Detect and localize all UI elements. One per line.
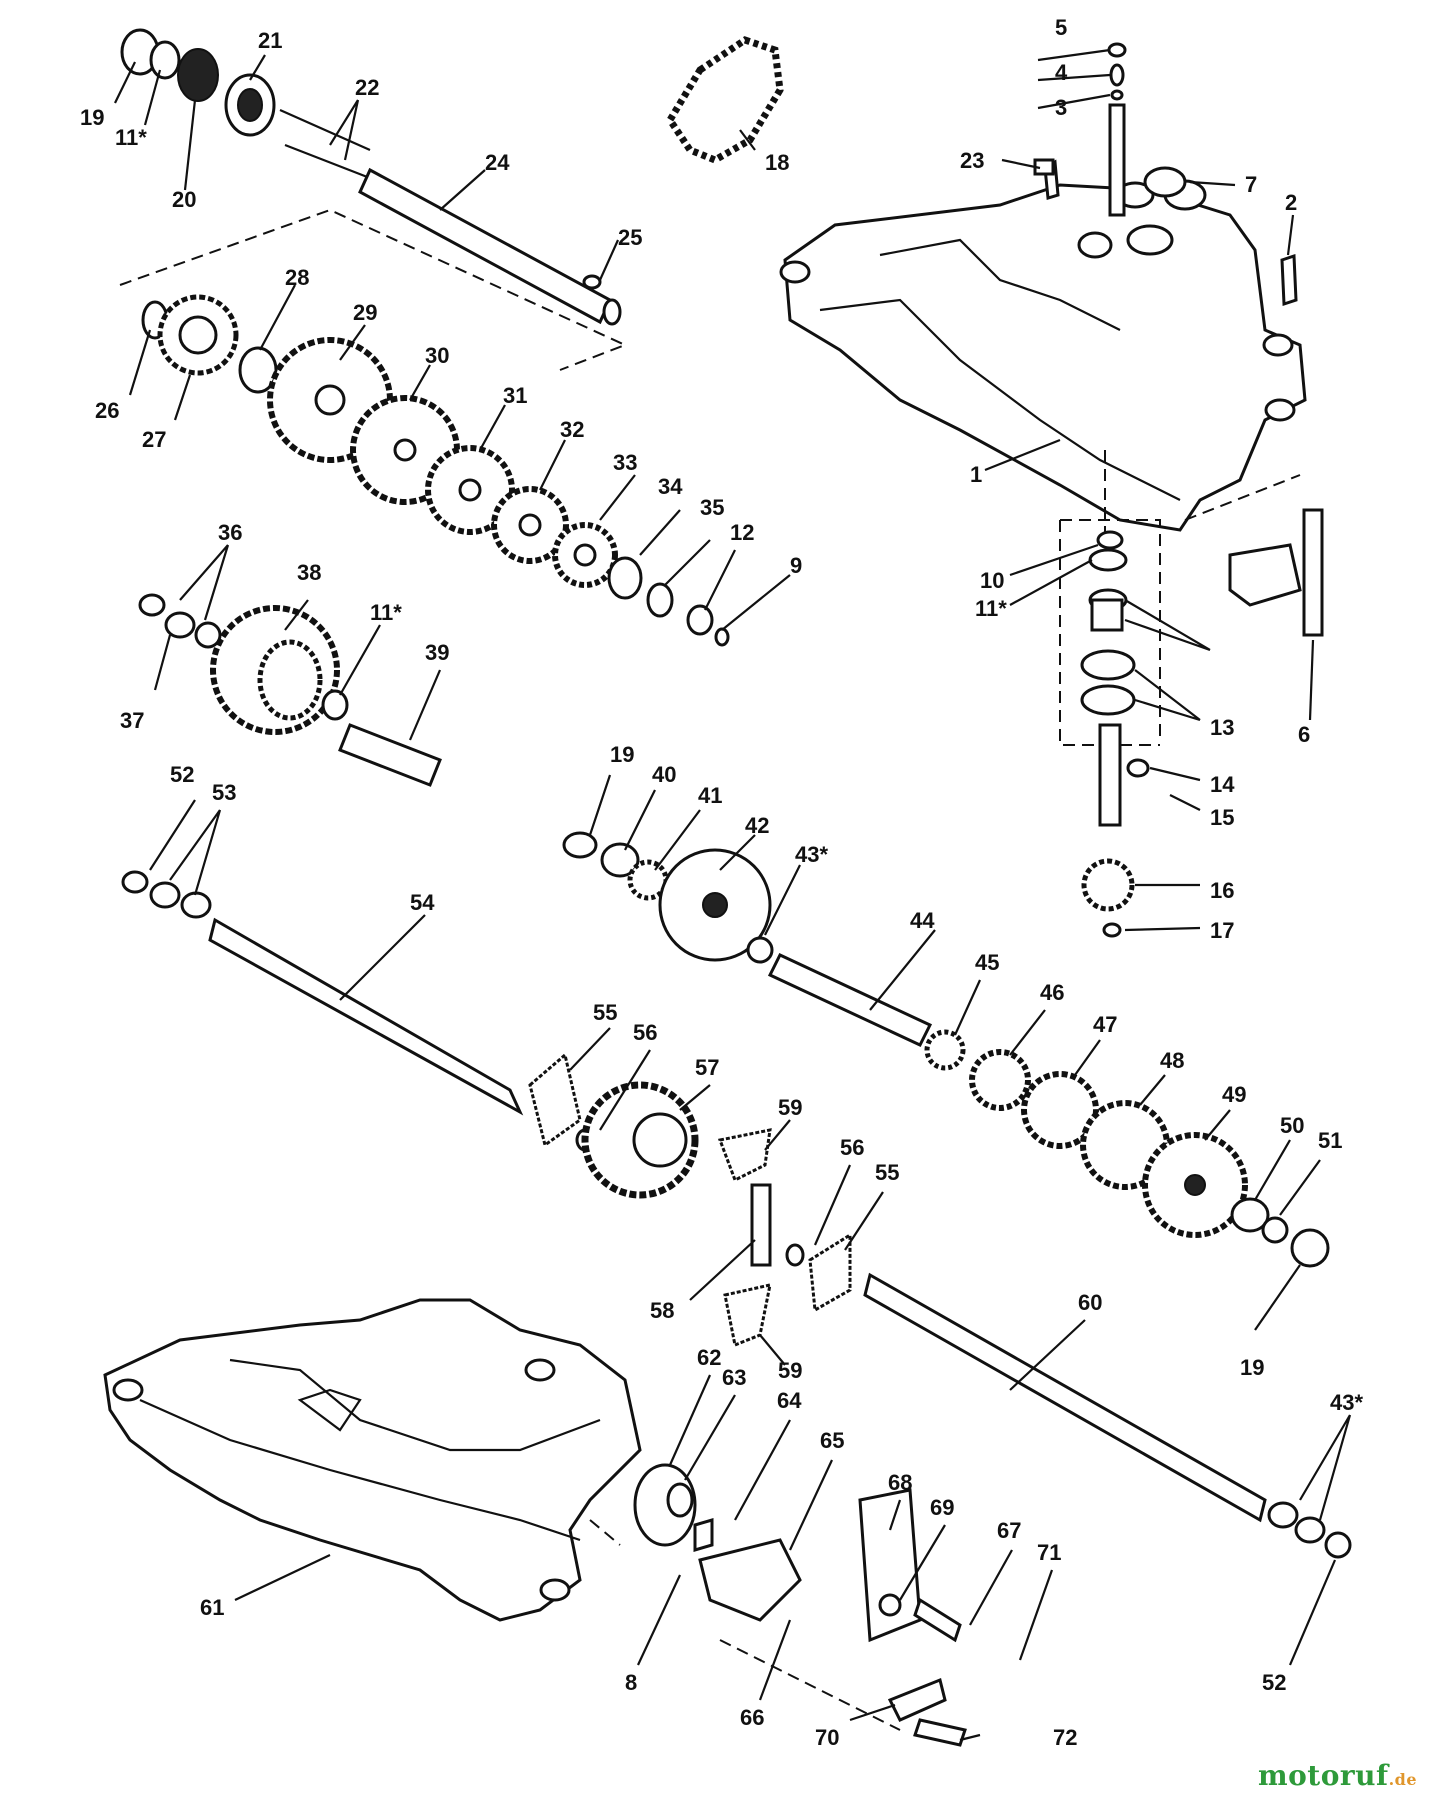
callout-71: 71 <box>1037 1540 1061 1565</box>
shift-assembly <box>589 1463 967 1747</box>
callout-19a: 19 <box>80 105 104 130</box>
leader-lines <box>114 48 1352 1742</box>
callout-60: 60 <box>1078 1290 1102 1315</box>
callout-30: 30 <box>425 343 449 368</box>
callout-62: 62 <box>697 1345 721 1370</box>
watermark-logo: motoruf.de <box>1258 1759 1417 1792</box>
callout-52b: 52 <box>1262 1670 1286 1695</box>
watermark-text: motoruf <box>1257 1759 1389 1792</box>
callout-45: 45 <box>975 950 999 975</box>
callout-39: 39 <box>425 640 449 665</box>
callout-54: 54 <box>410 890 435 915</box>
callout-28: 28 <box>285 265 309 290</box>
callout-59a: 59 <box>778 1095 802 1120</box>
callout-20: 20 <box>172 187 196 212</box>
callout-44: 44 <box>910 908 935 933</box>
callout-19b: 19 <box>610 742 634 767</box>
callout-1: 1 <box>970 462 982 487</box>
differential-bevel-parts <box>717 1128 1352 1559</box>
callout-15: 15 <box>1210 805 1234 830</box>
callout-29: 29 <box>353 300 377 325</box>
callout-61: 61 <box>200 1595 224 1620</box>
lower-housing <box>103 1298 642 1622</box>
callout-26: 26 <box>95 398 119 423</box>
callout-42: 42 <box>745 813 769 838</box>
callout-25: 25 <box>618 225 642 250</box>
callout-51: 51 <box>1318 1128 1342 1153</box>
callout-53: 53 <box>212 780 236 805</box>
callout-68: 68 <box>888 1470 912 1495</box>
callout-43a: 43* <box>795 842 828 867</box>
watermark-suffix: .de <box>1388 1770 1417 1789</box>
lower-right-gear-row <box>562 831 1330 1268</box>
callout-23: 23 <box>960 148 984 173</box>
callout-40: 40 <box>652 762 676 787</box>
part-labels: 1 2 3 4 5 6 7 8 9 10 11* 11* 11* 12 13 1… <box>80 15 1363 1750</box>
callout-67: 67 <box>997 1518 1021 1543</box>
callout-33: 33 <box>613 450 637 475</box>
callout-14: 14 <box>1210 772 1235 797</box>
callout-56b: 56 <box>840 1135 864 1160</box>
callout-11b: 11* <box>370 600 402 625</box>
upper-housing <box>779 179 1307 532</box>
callout-49: 49 <box>1222 1082 1246 1107</box>
callout-19c: 19 <box>1240 1355 1264 1380</box>
callout-24: 24 <box>485 150 510 175</box>
callout-55b: 55 <box>875 1160 899 1185</box>
callout-50: 50 <box>1280 1113 1304 1138</box>
callout-3: 3 <box>1055 95 1067 120</box>
drive-chain <box>665 36 784 164</box>
callout-35: 35 <box>700 495 724 520</box>
callout-16: 16 <box>1210 878 1234 903</box>
cover-assembly <box>1033 42 1324 938</box>
callout-32: 32 <box>560 417 584 442</box>
callout-7: 7 <box>1245 172 1257 197</box>
callout-13: 13 <box>1210 715 1234 740</box>
callout-31: 31 <box>503 383 527 408</box>
callout-57: 57 <box>695 1055 719 1080</box>
callout-48: 48 <box>1160 1048 1184 1073</box>
callout-65: 65 <box>820 1428 844 1453</box>
callout-52a: 52 <box>170 762 194 787</box>
callout-55a: 55 <box>593 1000 617 1025</box>
callout-37: 37 <box>120 708 144 733</box>
callout-12: 12 <box>730 520 754 545</box>
callout-8: 8 <box>625 1670 637 1695</box>
callout-72: 72 <box>1053 1725 1077 1750</box>
callout-11c: 11* <box>975 596 1007 621</box>
cluster-gear <box>138 593 442 787</box>
callout-2: 2 <box>1285 190 1297 215</box>
lower-left-shaft <box>121 870 699 1199</box>
callout-66: 66 <box>740 1705 764 1730</box>
callout-27: 27 <box>142 427 166 452</box>
callout-63: 63 <box>722 1365 746 1390</box>
callout-41: 41 <box>698 783 722 808</box>
top-shaft-assembly <box>120 28 622 326</box>
callout-36: 36 <box>218 520 242 545</box>
callout-17: 17 <box>1210 918 1234 943</box>
callout-5: 5 <box>1055 15 1067 40</box>
callout-56a: 56 <box>633 1020 657 1045</box>
callout-47: 47 <box>1093 1012 1117 1037</box>
callout-46: 46 <box>1040 980 1064 1005</box>
callout-34: 34 <box>658 474 683 499</box>
callout-58: 58 <box>650 1298 674 1323</box>
callout-70: 70 <box>815 1725 839 1750</box>
callout-64: 64 <box>777 1388 802 1413</box>
callout-43b: 43* <box>1330 1390 1363 1415</box>
callout-69: 69 <box>930 1495 954 1520</box>
gear-stack-upper <box>119 208 730 647</box>
callout-6: 6 <box>1298 722 1310 747</box>
callout-18: 18 <box>765 150 789 175</box>
callout-11a: 11* <box>115 125 147 150</box>
callout-38: 38 <box>297 560 321 585</box>
callout-59b: 59 <box>778 1358 802 1383</box>
callout-22: 22 <box>355 75 379 100</box>
callout-9: 9 <box>790 553 802 578</box>
callout-10: 10 <box>980 568 1004 593</box>
callout-21: 21 <box>258 28 282 53</box>
callout-4: 4 <box>1055 60 1068 85</box>
